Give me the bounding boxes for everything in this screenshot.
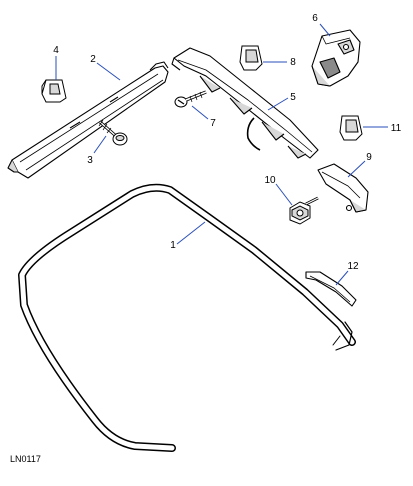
callout-4: 4 xyxy=(53,45,59,56)
callout-12: 12 xyxy=(347,261,359,272)
callout-leaders xyxy=(55,23,388,286)
part-1-weatherstrip-seal xyxy=(18,183,356,452)
part-10-fastener xyxy=(289,196,319,225)
callout-9: 9 xyxy=(366,152,372,163)
leader-3 xyxy=(93,135,107,154)
leader-1 xyxy=(176,221,206,245)
leader-2 xyxy=(96,62,121,81)
callout-6: 6 xyxy=(312,13,318,24)
callout-3: 3 xyxy=(87,155,93,166)
part-5-roof-rail xyxy=(171,47,319,159)
callout-11: 11 xyxy=(391,123,402,134)
part-4-clip xyxy=(41,79,67,103)
callout-10: 10 xyxy=(264,175,276,186)
leader-5 xyxy=(267,97,289,111)
diagram-reference-code: LN0117 xyxy=(10,454,41,464)
leader-9 xyxy=(347,160,366,178)
leader-12 xyxy=(335,270,349,286)
leader-10 xyxy=(275,183,293,206)
callout-5: 5 xyxy=(290,92,296,103)
leader-7 xyxy=(191,105,209,120)
part-12-seal-strip xyxy=(305,271,357,307)
callout-7: 7 xyxy=(210,118,216,129)
callout-labels: 1 2 3 4 5 6 7 8 9 10 11 12 xyxy=(53,13,401,272)
callout-1: 1 xyxy=(170,240,176,251)
part-6-bracket xyxy=(311,29,361,87)
part-3-screw xyxy=(98,119,128,146)
part-11-clip xyxy=(339,115,363,141)
callout-2: 2 xyxy=(90,54,96,65)
part-8-clip xyxy=(239,45,263,71)
leader-6 xyxy=(319,23,331,37)
callout-8: 8 xyxy=(290,57,296,68)
part-9-end-cap xyxy=(317,163,369,213)
part-2-trim-rail xyxy=(7,61,169,179)
part-7-screw xyxy=(174,90,207,108)
